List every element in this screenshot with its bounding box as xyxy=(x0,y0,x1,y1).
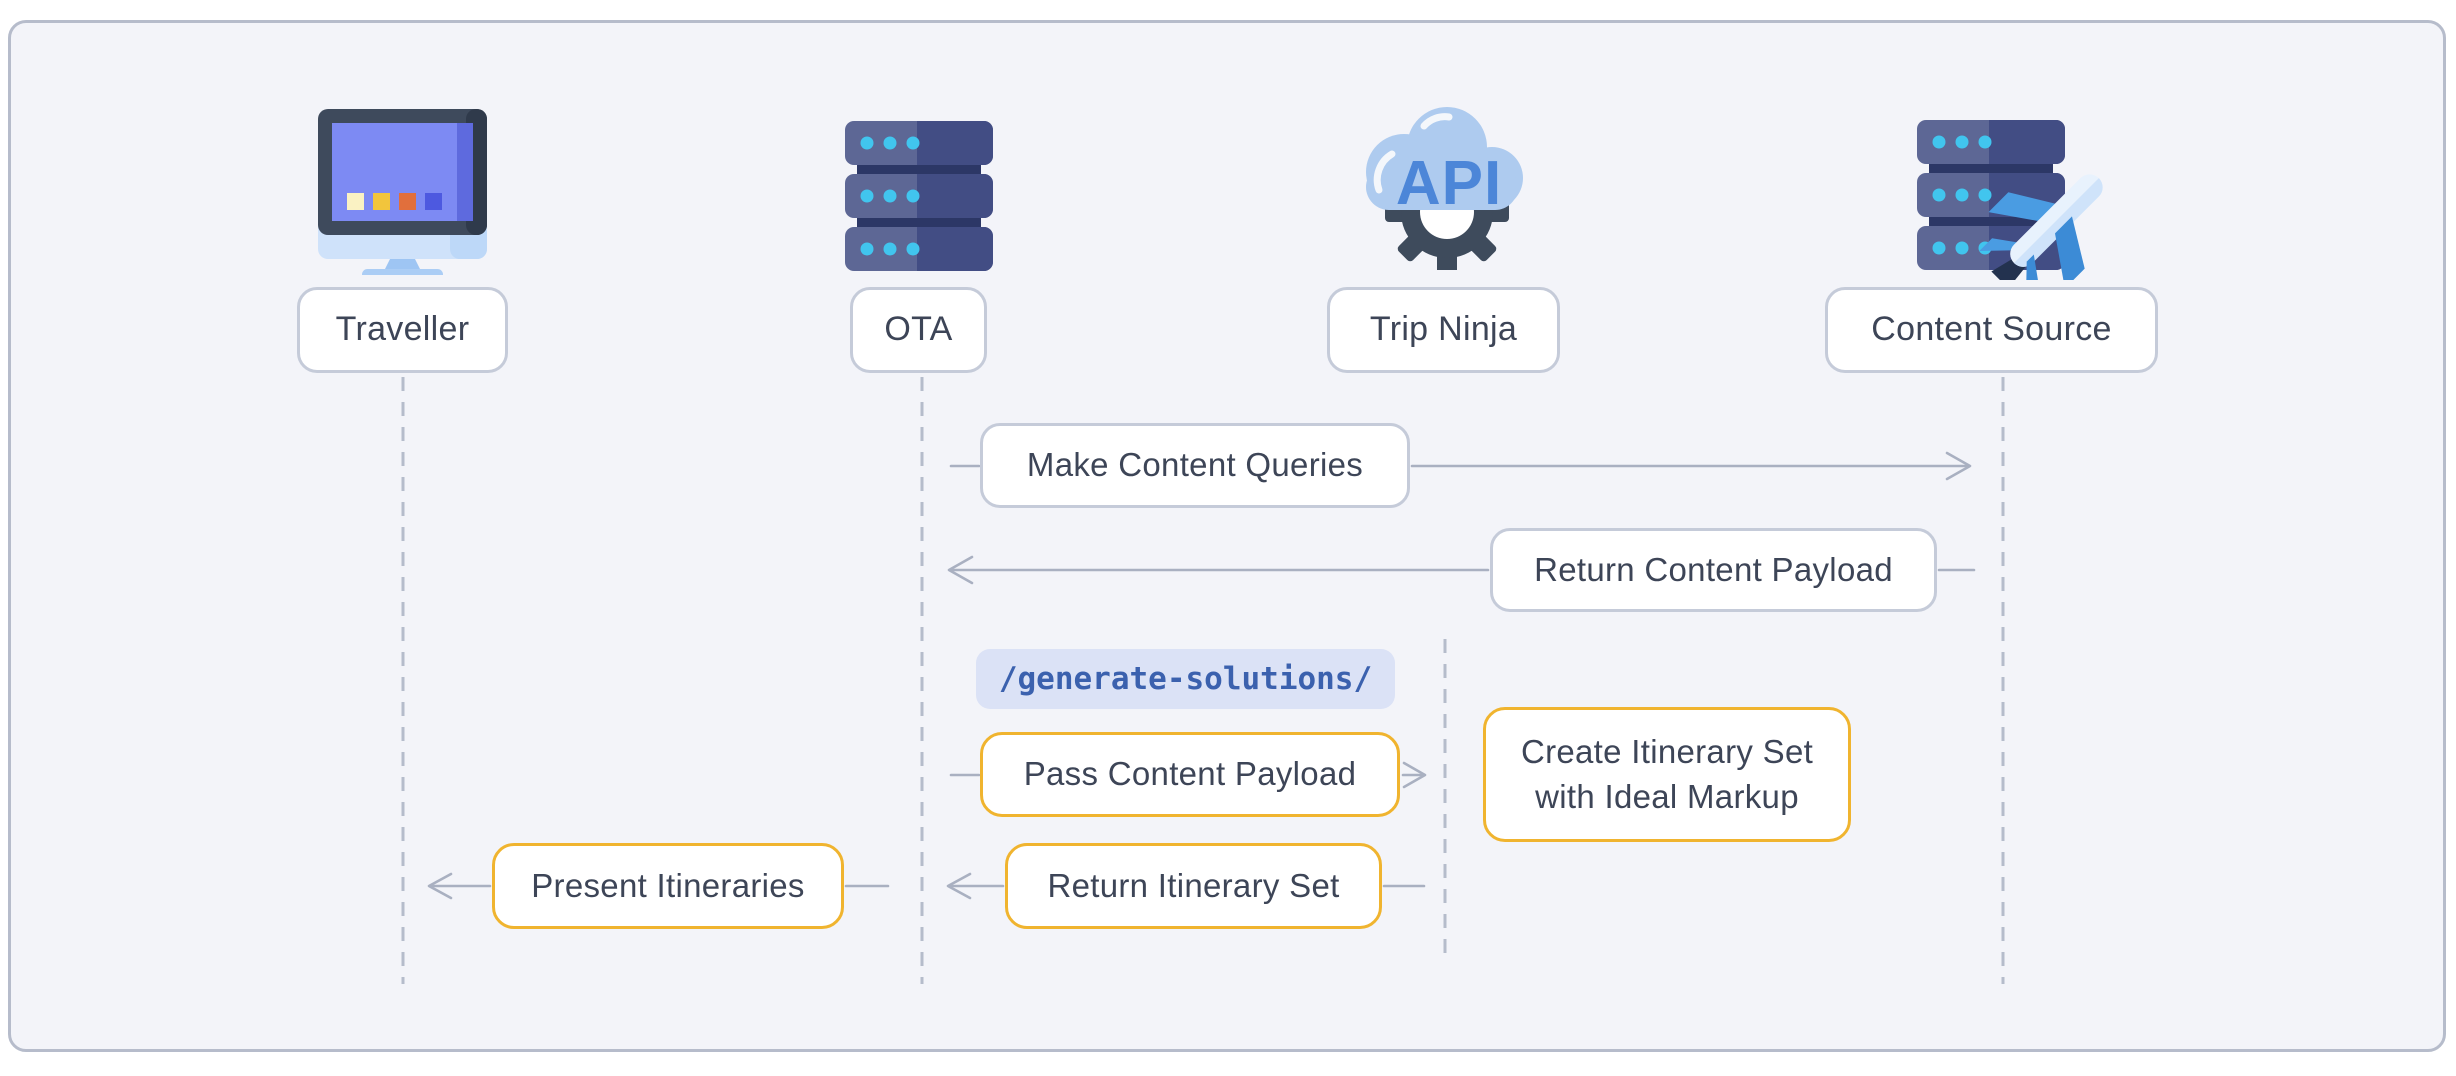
monitor-icon xyxy=(318,109,487,275)
arrowhead-right-icon xyxy=(1945,451,1972,481)
actor-label-text: Trip Ninja xyxy=(1369,310,1518,349)
arrowhead-left-icon xyxy=(947,555,974,585)
actor-label-text: OTA xyxy=(884,310,953,349)
endpoint-chip: /generate-solutions/ xyxy=(976,649,1395,709)
arrowhead-left-icon xyxy=(427,872,453,900)
svg-text:API: API xyxy=(1396,149,1502,218)
note-text: Create Itinerary Set with Ideal Markup xyxy=(1520,732,1814,815)
endpoint-chip-text: /generate-solutions/ xyxy=(998,661,1373,697)
api-cloud-gear-icon: API xyxy=(1366,107,1523,270)
message-present-itineraries: Present Itineraries xyxy=(492,843,844,929)
message-text: Make Content Queries xyxy=(1026,446,1364,484)
message-pass-content-payload: Pass Content Payload xyxy=(980,732,1400,817)
message-text: Pass Content Payload xyxy=(1023,755,1357,793)
arrowhead-left-icon xyxy=(946,872,972,900)
actor-label-ota: OTA xyxy=(850,287,987,373)
actor-label-trip-ninja: Trip Ninja xyxy=(1327,287,1560,373)
message-text: Return Content Payload xyxy=(1534,550,1893,588)
message-text: Return Itinerary Set xyxy=(1047,866,1340,904)
message-text: Present Itineraries xyxy=(531,866,805,904)
note-create-itinerary-set: Create Itinerary Set with Ideal Markup xyxy=(1483,707,1851,842)
server-airplane-icon xyxy=(1917,120,2103,280)
actor-label-content-source: Content Source xyxy=(1825,287,2158,373)
message-return-content-payload: Return Content Payload xyxy=(1490,528,1937,612)
actor-label-traveller: Traveller xyxy=(297,287,508,373)
arrowhead-right-icon xyxy=(1402,761,1427,789)
actor-label-text: Traveller xyxy=(335,310,470,349)
server-icon xyxy=(845,121,993,271)
message-make-content-queries: Make Content Queries xyxy=(980,423,1410,508)
airplane-icon xyxy=(1979,174,2103,280)
message-return-itinerary-set: Return Itinerary Set xyxy=(1005,843,1382,929)
actor-label-text: Content Source xyxy=(1871,310,2112,349)
